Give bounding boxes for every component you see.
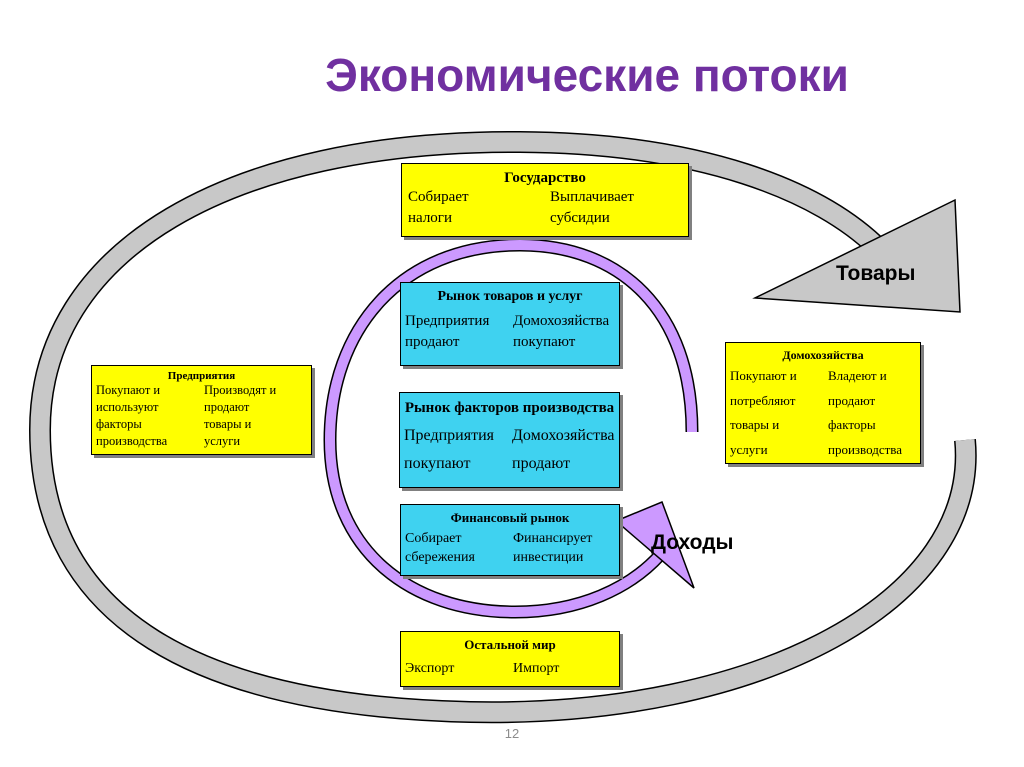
financial-market-cell: Финансирует [513,531,593,546]
financial-market-row-2: сбережения инвестиции [405,550,615,566]
households-cell: товары и [730,417,780,432]
financial-market-box: Финансовый рынок Собирает Финансирует сб… [400,504,620,576]
factor-market-cell: покупают [404,455,471,472]
government-cell: налоги [408,210,452,226]
outer-flow-arrowhead [752,198,961,313]
government-cell: Выплачивает [550,189,634,205]
page-title: Экономические потоки [325,49,849,101]
firms-cell: продают [204,400,250,414]
firms-row-4: производства услуги [96,433,307,450]
households-heading: Домохозяйства [782,348,864,362]
government-cell: Собирает [408,189,469,205]
firms-cell: Покупают и [96,383,161,397]
financial-market-heading: Финансовый рынок [450,510,570,525]
government-row-2: налоги субсидии [408,210,682,227]
inner-flow-arrow-fill [324,239,697,618]
households-cell: производства [828,441,903,457]
factor-market-box: Рынок факторов производства Предприятия … [399,392,620,488]
firms-heading: Предприятия [167,370,236,382]
goods-market-cell: продают [405,334,460,350]
factor-market-cell: Домохозяйства [512,427,615,444]
goods-market-cell: покупают [513,334,576,350]
inner-flow-arrowhead [614,501,695,589]
households-box: Домохозяйства Покупают и Владеют и потре… [725,342,921,464]
financial-market-cell: Собирает [405,531,462,546]
financial-market-cell: инвестиции [513,550,584,565]
firms-cell: факторы [96,417,142,431]
households-cell: Владеют и [828,368,887,383]
rest-of-world-row-1: Экспорт Импорт [405,661,615,677]
households-cell: факторы [828,417,876,432]
households-cell: потребляют [730,392,796,408]
goods-market-heading: Рынок товаров и услуг [437,289,583,304]
rest-of-world-cell: Экспорт [405,661,455,676]
households-cell: услуги [730,441,768,457]
rest-of-world-box: Остальной мир Экспорт Импорт [400,631,620,687]
firms-cell: услуги [204,434,241,448]
firms-cell: производства [96,434,168,448]
goods-flow-label: Товары [836,262,916,285]
households-cell: Покупают и [730,368,797,383]
outer-flow-arrow-fill [30,132,976,722]
government-heading: Государство [504,170,586,186]
factor-market-row-1: Предприятия Домохозяйства [404,427,615,445]
page-number: 12 [504,726,520,741]
factor-market-heading: Рынок факторов производства [404,400,615,416]
government-box: Государство Собирает Выплачивает налоги … [401,163,689,237]
rest-of-world-cell: Импорт [513,661,560,676]
firms-cell: Производят и [204,383,277,397]
firms-box: Предприятия Покупают и Производят и испо… [91,365,312,455]
households-cell: продают [828,392,876,408]
financial-market-row-1: Собирает Финансирует [405,531,615,547]
factor-market-row-2: покупают продают [404,455,615,473]
households-row-3: товары и факторы [730,413,916,438]
households-row-2: потребляют продают [730,389,916,414]
goods-market-cell: Предприятия [405,313,490,329]
financial-market-cell: сбережения [405,550,475,565]
goods-market-row-2: продают покупают [405,334,615,351]
factor-market-cell: продают [512,455,571,472]
government-row-1: Собирает Выплачивает [408,189,682,206]
firms-row-2: используют продают [96,399,307,416]
goods-market-row-1: Предприятия Домохозяйства [405,313,615,330]
goods-market-box: Рынок товаров и услуг Предприятия Домохо… [400,282,620,366]
government-cell: субсидии [550,210,610,226]
households-row-1: Покупают и Владеют и [730,364,916,389]
income-flow-label: Доходы [651,531,734,554]
firms-row-1: Покупают и Производят и [96,382,307,399]
households-row-4: услуги производства [730,438,916,463]
factor-market-cell: Предприятия [404,427,494,444]
firms-cell: товары и [204,417,252,431]
firms-cell: используют [96,400,159,414]
rest-of-world-heading: Остальной мир [464,637,556,652]
goods-market-cell: Домохозяйства [513,313,610,329]
firms-row-3: факторы товары и [96,416,307,433]
